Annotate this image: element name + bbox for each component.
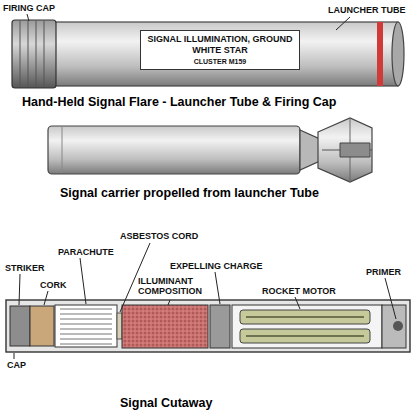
part-label: CORK: [40, 280, 67, 290]
launcher-tube: [12, 14, 404, 88]
label-model: CLUSTER M159: [145, 58, 295, 66]
part-label: FIRING CAP: [3, 3, 55, 13]
part-label: CAP: [7, 360, 26, 370]
part-label: ROCKET MOTOR: [262, 286, 336, 296]
part-label: ILLUMINANT COMPOSITION: [138, 276, 212, 297]
part-label: EXPELLING CHARGE: [170, 261, 263, 271]
part-label: ASBESTOS CORD: [120, 231, 198, 241]
signal-cutaway: [6, 243, 410, 359]
figure-caption: Signal Cutaway: [120, 396, 212, 410]
figure-caption: Hand-Held Signal Flare - Launcher Tube &…: [22, 95, 336, 109]
tube-label: SIGNAL ILLUMINATION, GROUND WHITE STAR CL…: [140, 30, 300, 70]
signal-carrier: [48, 118, 372, 182]
part-label: PARACHUTE: [58, 247, 114, 257]
part-label: PRIMER: [366, 267, 401, 277]
figure-caption: Signal carrier propelled from launcher T…: [60, 186, 319, 200]
part-label: STRIKER: [5, 263, 45, 273]
part-label: LAUNCHER TUBE: [328, 5, 406, 15]
label-heading: SIGNAL ILLUMINATION, GROUND WHITE STAR: [145, 34, 295, 56]
